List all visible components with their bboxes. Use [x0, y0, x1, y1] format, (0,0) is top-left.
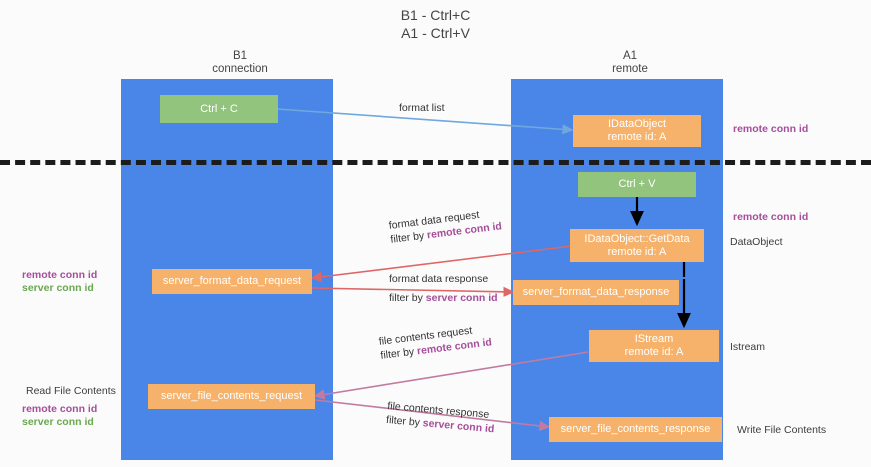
annotation-read-file-contents: Read File Contents	[26, 385, 116, 397]
node-file-req-label: server_file_contents_request	[160, 390, 303, 402]
edge-label-format-list: format list	[399, 102, 445, 114]
lane-b1-sub: connection	[212, 63, 268, 75]
node-getdata-label: IDataObject::GetData	[584, 232, 690, 245]
node-istream-label: IStream	[634, 333, 674, 345]
annotation-istream: Istream	[730, 341, 766, 353]
node-server-format-data-response[interactable]: server_format_data_response	[513, 280, 679, 305]
node-ctrl-v-label: Ctrl + V	[618, 178, 656, 190]
edge-file-req-filter-by: filter by	[379, 345, 418, 362]
node-server-file-contents-request[interactable]: server_file_contents_request	[148, 384, 315, 409]
node-getdata-sub: remote id: A	[607, 245, 667, 258]
page-title-line1: B1 - Ctrl+C	[400, 7, 471, 23]
edge-label-format-data-response: format data response filter by server co…	[389, 272, 498, 305]
edge-label-file-contents-response: file contents response filter by server …	[386, 399, 497, 436]
lane-a1-name: A1	[622, 50, 638, 62]
node-istream[interactable]: IStream remote id: A	[589, 330, 719, 362]
lane-a1-sub: remote	[612, 63, 648, 75]
node-file-resp-label: server_file_contents_response	[560, 423, 711, 435]
edge-fmt-req-filter-by: filter by	[389, 229, 428, 246]
phase-divider	[0, 160, 871, 165]
node-fmt-resp-label: server_format_data_response	[522, 286, 670, 298]
node-server-file-contents-response[interactable]: server_file_contents_response	[549, 417, 722, 442]
node-istream-sub: remote id: A	[624, 346, 684, 358]
node-fmt-req-label: server_format_data_request	[162, 275, 302, 287]
node-ctrl-c-label: Ctrl + C	[200, 102, 238, 115]
annotation-left-remote-conn-id-2: remote conn id	[22, 403, 98, 415]
edge-fmt-resp-line1: format data response	[389, 273, 489, 285]
annotation-dataobject: DataObject	[730, 236, 783, 248]
node-ctrl-c[interactable]: Ctrl + C	[160, 95, 278, 123]
lane-b1-name: B1	[232, 50, 248, 62]
annotation-left-server-conn-id-2: server conn id	[22, 416, 94, 428]
node-server-format-data-request[interactable]: server_format_data_request	[152, 269, 312, 294]
node-idataobject[interactable]: IDataObject remote id: A	[573, 115, 701, 147]
annotation-left-server-conn-id: server conn id	[22, 282, 94, 294]
node-idataobject-label: IDataObject	[607, 118, 667, 130]
edge-label-format-data-request: format data request filter by remote con…	[388, 205, 503, 246]
annotation-remote-conn-id-top: remote conn id	[733, 123, 809, 135]
edge-fmt-resp-conn-id: server conn id	[425, 292, 498, 304]
edge-label-file-contents-request: file contents request filter by remote c…	[378, 321, 493, 362]
page-title-line2: A1 - Ctrl+V	[401, 25, 470, 41]
edge-file-resp-filter-by: filter by	[385, 413, 424, 430]
annotation-remote-conn-id-mid: remote conn id	[733, 211, 809, 223]
edge-fmt-resp-filter-by: filter by	[389, 292, 426, 304]
annotation-left-remote-conn-id: remote conn id	[22, 269, 98, 281]
node-ctrl-v[interactable]: Ctrl + V	[578, 172, 696, 197]
node-idataobject-getdata[interactable]: IDataObject::GetData remote id: A	[570, 229, 704, 262]
node-idataobject-sub: remote id: A	[607, 131, 667, 143]
annotation-write-file-contents: Write File Contents	[737, 424, 827, 436]
